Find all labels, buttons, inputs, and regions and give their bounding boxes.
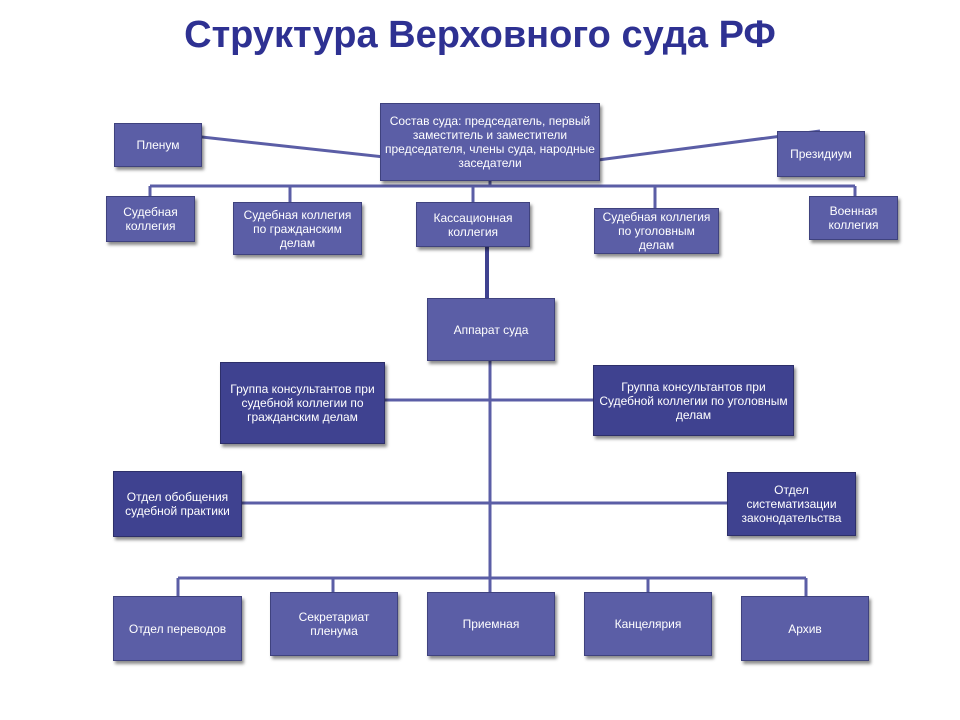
court-apparatus-box: Аппарат суда bbox=[427, 298, 555, 361]
court-composition-box: Состав суда: председатель, первый замест… bbox=[380, 103, 600, 181]
page-title: Структура Верховного суда РФ bbox=[184, 14, 776, 56]
judicial-collegium-box: Судебная коллегия bbox=[106, 196, 195, 242]
systematization-dept-box: Отдел систематизации законодательства bbox=[727, 472, 856, 536]
chancellery-box: Канцелярия bbox=[584, 592, 712, 656]
civil-collegium-box: Судебная коллегия по гражданским делам bbox=[233, 202, 362, 255]
generalization-dept-box: Отдел обобщения судебной практики bbox=[113, 471, 242, 537]
cassation-collegium-box: Кассационная коллегия bbox=[416, 202, 530, 247]
translation-dept-box: Отдел переводов bbox=[113, 596, 242, 661]
presidium-box: Президиум bbox=[777, 131, 865, 177]
military-collegium-box: Военная коллегия bbox=[809, 196, 898, 240]
reception-box: Приемная bbox=[427, 592, 555, 656]
consultants-civil-box: Группа консультантов при судебной коллег… bbox=[220, 362, 385, 444]
consultants-criminal-box: Группа консультантов при Судебной коллег… bbox=[593, 365, 794, 436]
criminal-collegium-box: Судебная коллегия по уголовным делам bbox=[594, 208, 719, 254]
archive-box: Архив bbox=[741, 596, 869, 661]
plenum-secretariat-box: Секретариат пленума bbox=[270, 592, 398, 656]
plenum-box: Пленум bbox=[114, 123, 202, 167]
